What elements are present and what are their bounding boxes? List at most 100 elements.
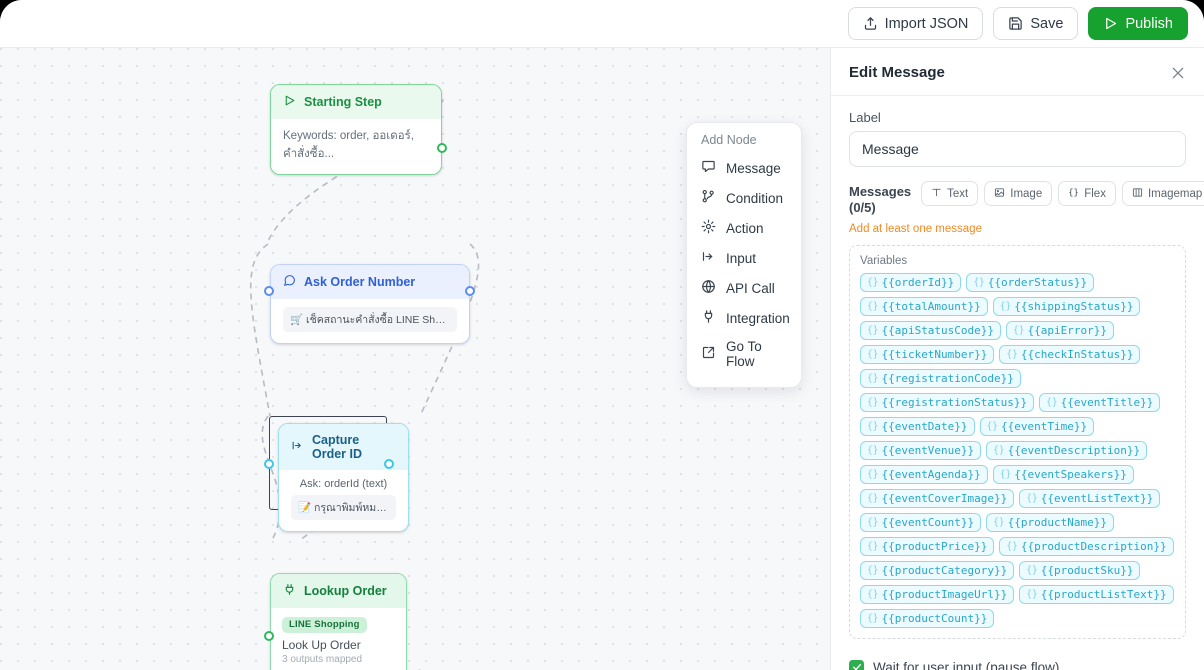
node-header: Lookup Order <box>271 574 406 608</box>
handle-ask-in[interactable] <box>264 286 274 296</box>
braces-icon <box>1068 187 1079 201</box>
variable-chip[interactable]: {}{{productDescription}} <box>999 536 1174 556</box>
label-input[interactable] <box>849 131 1186 167</box>
handle-start-out[interactable] <box>437 143 447 153</box>
variable-chip[interactable]: {}{{totalAmount}} <box>860 296 988 316</box>
message-type-text-button[interactable]: Text <box>921 181 979 206</box>
play-triangle-icon <box>283 94 296 110</box>
variable-chip[interactable]: {}{{orderId}} <box>860 272 962 292</box>
add-node-label: Condition <box>726 190 784 206</box>
variable-chip[interactable]: {}{{apiStatusCode}} <box>860 320 1002 340</box>
close-icon[interactable] <box>1170 65 1186 81</box>
variable-chip[interactable]: {}{{orderStatus}} <box>966 272 1095 292</box>
variable-chip[interactable]: {}{{eventAgenda}} <box>860 464 988 484</box>
plug-icon <box>701 309 716 327</box>
variable-chip[interactable]: {}{{ticketNumber}} <box>860 344 995 364</box>
message-type-flex-button[interactable]: Flex <box>1058 181 1116 206</box>
add-node-item-condition[interactable]: Condition <box>687 183 801 213</box>
variable-chip[interactable]: {}{{checkInStatus}} <box>999 344 1141 364</box>
variable-chip[interactable]: {}{{eventTitle}} <box>1039 392 1161 412</box>
message-bubble-icon <box>283 274 296 290</box>
add-node-item-integration[interactable]: Integration <box>687 303 801 333</box>
variable-chip[interactable]: {}{{productSku}} <box>1019 560 1141 580</box>
variable-chip[interactable]: {}{{productCount}} <box>860 608 995 628</box>
add-node-item-message[interactable]: Message <box>687 153 801 183</box>
image-icon <box>994 187 1005 201</box>
variable-chip-label: {{productImageUrl}} <box>881 587 1008 601</box>
variable-chip-label: {{apiStatusCode}} <box>881 323 995 337</box>
braces-icon: {} <box>867 420 879 432</box>
publish-label: Publish <box>1125 15 1173 32</box>
add-node-item-api-call[interactable]: API Call <box>687 273 801 303</box>
outputs-note: 3 outputs mapped <box>282 653 363 665</box>
publish-button[interactable]: Publish <box>1088 7 1188 40</box>
variable-chip[interactable]: {}{{apiError}} <box>1006 320 1114 340</box>
variable-chip[interactable]: {}{{eventVenue}} <box>860 440 982 460</box>
braces-icon: {} <box>867 492 879 504</box>
text-icon <box>931 187 942 201</box>
variable-chip-label: {{eventCoverImage}} <box>881 491 1008 505</box>
braces-icon: {} <box>1046 396 1058 408</box>
wait-for-input-checkbox[interactable] <box>849 659 864 670</box>
variable-chip-label: {{totalAmount}} <box>881 299 981 313</box>
wait-for-input-row: Wait for user input (pause flow) <box>831 647 1204 670</box>
variable-chip[interactable]: {}{{shippingStatus}} <box>992 296 1141 316</box>
braces-icon: {} <box>1026 492 1038 504</box>
label-caption: Label <box>849 110 881 125</box>
variable-chip[interactable]: {}{{productListText}} <box>1019 584 1174 604</box>
node-body: LINE Shopping Look Up Order 3 outputs ma… <box>271 608 406 670</box>
variable-chip[interactable]: {}{{productName}} <box>986 512 1114 532</box>
external-link-icon <box>701 345 716 363</box>
handle-capture-in[interactable] <box>264 459 274 469</box>
upload-icon <box>863 16 878 31</box>
node-message-preview: 🛒 เช็คสถานะคำสั่งซื้อ LINE Shopping ... <box>283 307 457 332</box>
node-lookup-order[interactable]: Lookup Order LINE Shopping Look Up Order… <box>270 573 407 670</box>
variable-chip[interactable]: {}{{eventDate}} <box>860 416 975 436</box>
node-title: Ask Order Number <box>304 275 416 289</box>
node-capture-order-id[interactable]: Capture Order ID Ask: orderId (text) 📝 ก… <box>278 423 409 532</box>
variable-chip[interactable]: {}{{eventListText}} <box>1019 488 1161 508</box>
variable-chip[interactable]: {}{{productPrice}} <box>860 536 995 556</box>
import-json-button[interactable]: Import JSON <box>847 7 984 40</box>
add-node-item-go-to-flow[interactable]: Go To Flow <box>687 333 801 375</box>
braces-icon: {} <box>1013 324 1025 336</box>
save-button[interactable]: Save <box>993 7 1079 40</box>
handle-ask-out[interactable] <box>465 286 475 296</box>
add-node-item-action[interactable]: Action <box>687 213 801 243</box>
add-node-item-input[interactable]: Input <box>687 243 801 273</box>
add-node-label: Message <box>726 160 781 176</box>
messages-warning: Add at least one message <box>849 222 982 235</box>
type-label: Imagemap <box>1147 187 1203 200</box>
type-label: Image <box>1010 187 1043 200</box>
variable-chip-label: {{productName}} <box>1007 515 1107 529</box>
node-title: Capture Order ID <box>312 433 363 461</box>
node-starting-step[interactable]: Starting Step Keywords: order, ออเดอร์, … <box>270 84 442 175</box>
variable-chip-label: {{productCount}} <box>881 611 988 625</box>
variable-chip-label: {{productSku}} <box>1040 563 1134 577</box>
messages-count-label: Messages(0/5) <box>849 184 912 216</box>
variable-chip[interactable]: {}{{productCategory}} <box>860 560 1015 580</box>
braces-icon: {} <box>867 468 879 480</box>
variable-chip[interactable]: {}{{registrationCode}} <box>860 368 1021 388</box>
variable-chip[interactable]: {}{{registrationStatus}} <box>860 392 1035 412</box>
variable-chip-label: {{registrationStatus}} <box>881 395 1028 409</box>
handle-capture-out[interactable] <box>384 459 394 469</box>
variable-chip[interactable]: {}{{eventCoverImage}} <box>860 488 1015 508</box>
variable-chip[interactable]: {}{{eventTime}} <box>979 416 1095 436</box>
node-ask-order-number[interactable]: Ask Order Number 🛒 เช็คสถานะคำสั่งซื้อ L… <box>270 264 470 344</box>
variable-chip[interactable]: {}{{eventCount}} <box>860 512 982 532</box>
message-type-imagemap-button[interactable]: Imagemap <box>1121 181 1204 206</box>
node-prompt-preview: 📝 กรุณาพิมพ์หมายเลข... <box>291 495 396 520</box>
wait-for-input-label: Wait for user input (pause flow) <box>873 659 1060 670</box>
messages-row: Messages(0/5) Text Image <box>849 181 1204 217</box>
braces-icon: {} <box>973 276 985 288</box>
variable-chip[interactable]: {}{{eventSpeakers}} <box>992 464 1134 484</box>
add-node-label: Input <box>726 250 757 266</box>
add-node-label: Integration <box>726 310 790 326</box>
message-type-image-button[interactable]: Image <box>984 181 1053 206</box>
variable-chip[interactable]: {}{{eventDescription}} <box>986 440 1148 460</box>
top-toolbar: Import JSON Save Publish <box>0 0 1204 48</box>
variable-chip[interactable]: {}{{productImageUrl}} <box>860 584 1015 604</box>
handle-lookup-in[interactable] <box>264 631 274 641</box>
